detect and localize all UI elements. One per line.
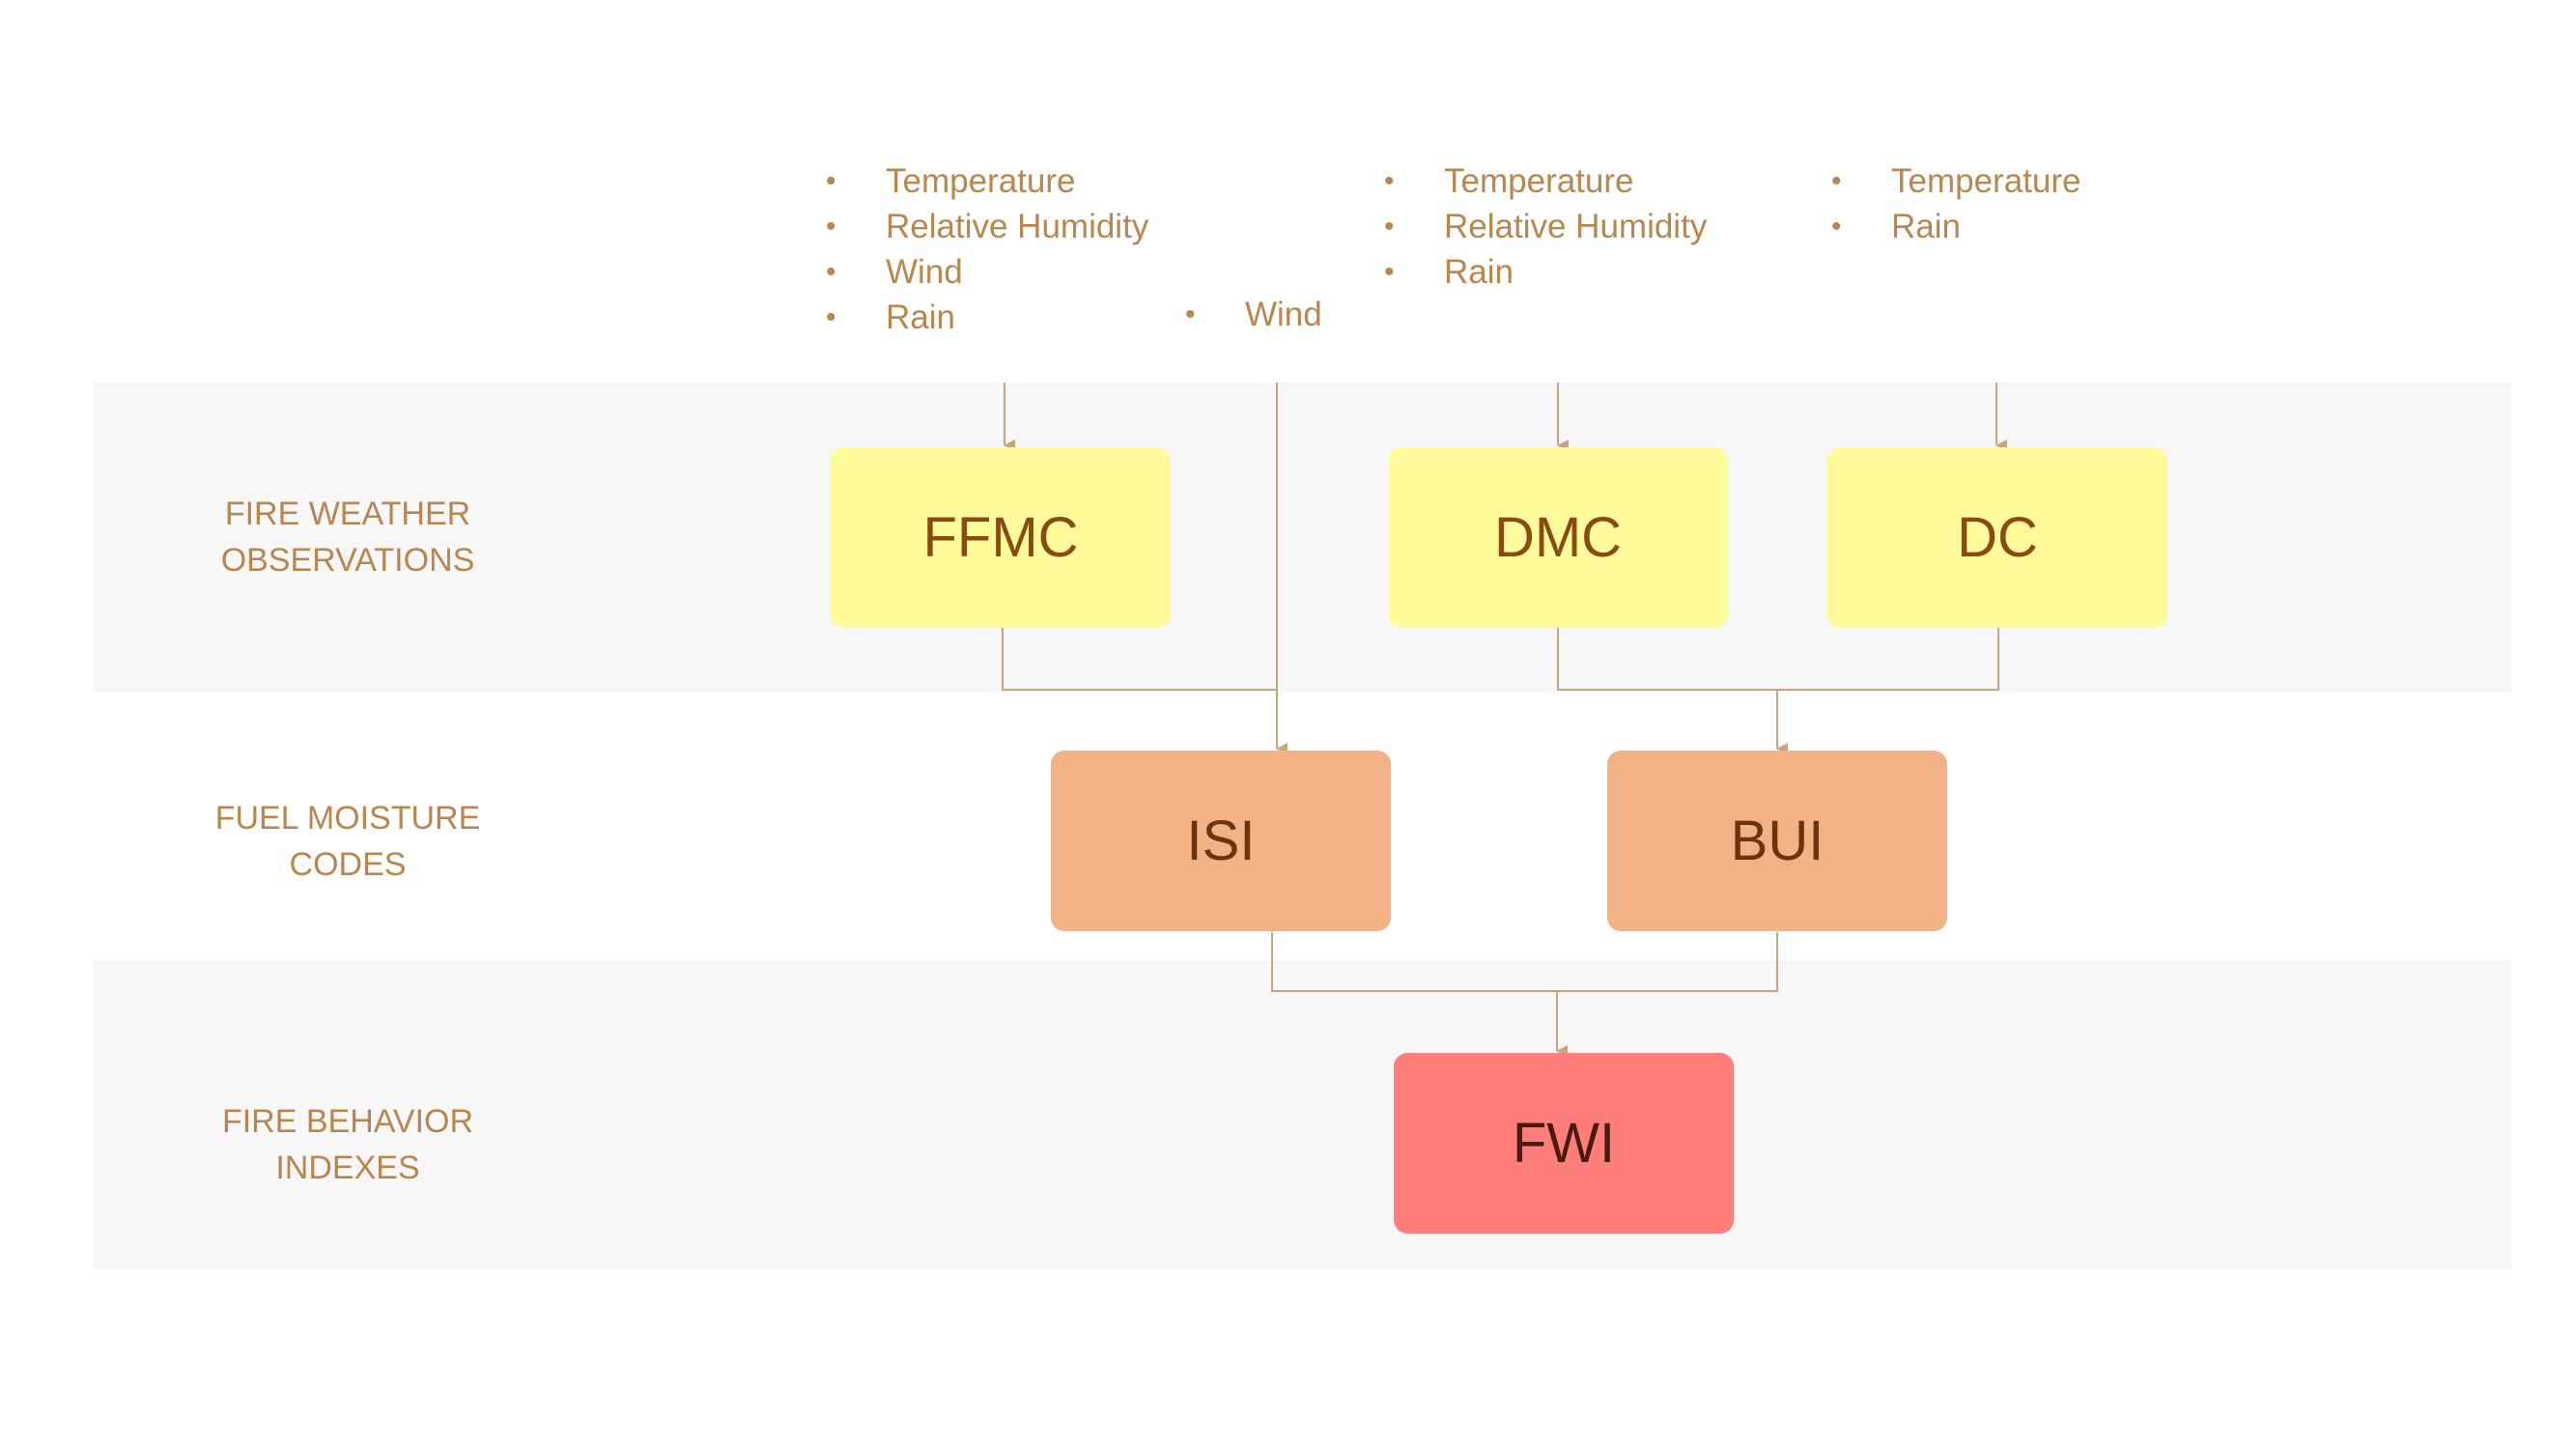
- ffmc-input-item: Rain: [826, 295, 1148, 340]
- ffmc-input-item: Temperature: [826, 158, 1148, 204]
- row-label-moisture-line1: FUEL MOISTURE: [214, 800, 481, 837]
- row-label-observations-line1: FIRE WEATHER: [224, 496, 471, 532]
- isi-input-item: Wind: [1185, 292, 1322, 337]
- ffmc-inputs-list: Temperature Relative Humidity Wind Rain: [826, 158, 1148, 340]
- dmc-input-item: Rain: [1384, 249, 1707, 295]
- dc-input-item: Rain: [1831, 204, 2081, 249]
- ffmc-input-item: Relative Humidity: [826, 204, 1148, 249]
- dmc-node: DMC: [1388, 447, 1728, 628]
- row-label-moisture: FUEL MOISTURE CODES: [155, 795, 541, 888]
- isi-inputs-list: Wind: [1185, 292, 1322, 337]
- row-label-observations-line2: OBSERVATIONS: [220, 542, 475, 579]
- dc-input-item: Temperature: [1831, 158, 2081, 204]
- row-label-observations: FIRE WEATHER OBSERVATIONS: [155, 491, 541, 583]
- dc-node: DC: [1827, 447, 2167, 628]
- ffmc-node: FFMC: [831, 447, 1171, 628]
- row-label-behavior-line2: INDEXES: [275, 1150, 420, 1186]
- isi-node: ISI: [1051, 751, 1391, 931]
- fwi-node: FWI: [1394, 1053, 1734, 1234]
- row-label-behavior: FIRE BEHAVIOR INDEXES: [155, 1098, 541, 1191]
- bui-node: BUI: [1607, 751, 1947, 931]
- row-label-behavior-line1: FIRE BEHAVIOR: [221, 1103, 474, 1140]
- dmc-input-item: Temperature: [1384, 158, 1707, 204]
- row-label-moisture-line2: CODES: [289, 846, 407, 883]
- ffmc-input-item: Wind: [826, 249, 1148, 295]
- dmc-input-item: Relative Humidity: [1384, 204, 1707, 249]
- behavior-band: [93, 960, 2511, 1269]
- dc-inputs-list: Temperature Rain: [1831, 158, 2081, 249]
- dmc-inputs-list: Temperature Relative Humidity Rain: [1384, 158, 1707, 295]
